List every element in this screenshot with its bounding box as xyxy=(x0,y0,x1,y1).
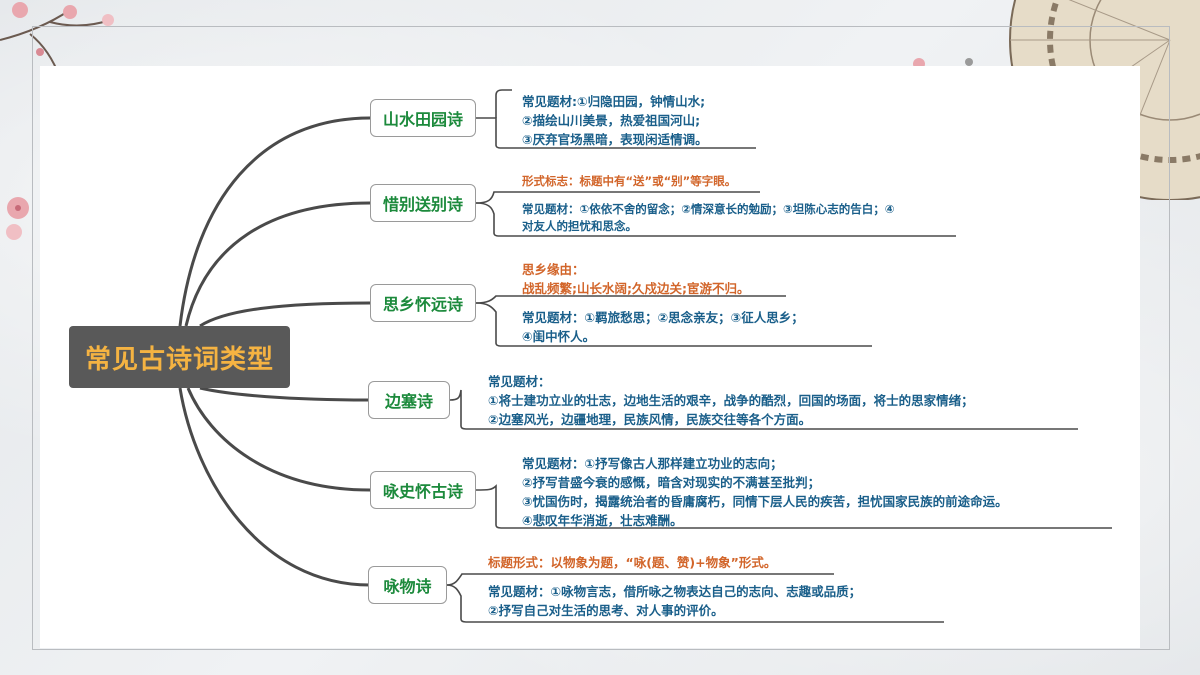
note-line: 常见题材：①抒写像古人那样建立功业的志向； xyxy=(522,456,783,471)
sub-branch-yongshi xyxy=(475,484,1112,529)
category-yongwu: 咏物诗 xyxy=(368,566,447,604)
sub-branch-sixiang xyxy=(475,302,872,347)
note-yongwu-form: 标题形式：以物象为题，“咏(题、赞)+物象”形式。 xyxy=(488,553,776,572)
note-line: ③忧国伤时，揭露统治者的昏庸腐朽，同情下层人民的疾苦，担忧国家民族的前途命运。 xyxy=(522,494,1008,509)
note-shanshui: 常见题材:①归隐田园，钟情山水; ②描绘山川美景，热爱祖国河山; ③厌弃官场黑暗… xyxy=(522,92,708,149)
note-line: 战乱频繁;山长水阔;久戍边关;宦游不归。 xyxy=(522,281,750,296)
note-line: ②描绘山川美景，热爱祖国河山; xyxy=(522,113,701,128)
category-xibie: 惜别送别诗 xyxy=(370,184,476,222)
blossom-left-decoration xyxy=(6,197,29,240)
category-shanshui: 山水田园诗 xyxy=(370,99,476,137)
note-line: 对友人的担忧和思念。 xyxy=(522,219,637,233)
note-sixiang-cause: 思乡缘由： 战乱频繁;山长水阔;久戍边关;宦游不归。 xyxy=(522,260,750,298)
note-xibie: 常见题材：①依依不舍的留念；②情深意长的勉励；③坦陈心志的告白；④ 对友人的担忧… xyxy=(522,201,894,235)
branch-yongwu xyxy=(178,387,371,587)
category-yongshi: 咏史怀古诗 xyxy=(370,471,476,509)
note-line: 常见题材：①依依不舍的留念；②情深意长的勉励；③坦陈心志的告白；④ xyxy=(522,202,895,216)
note-yongwu: 常见题材：①咏物言志，借所咏之物表达自己的志向、志趣或品质； ②抒写自己对生活的… xyxy=(488,582,861,620)
note-line: ④悲叹年华消逝，壮志难酬。 xyxy=(522,513,683,528)
note-line: ③厌弃官场黑暗，表现闲适情调。 xyxy=(522,132,708,147)
outer-frame xyxy=(32,26,1170,650)
sub-branch-yongwu xyxy=(446,584,944,623)
category-biansai: 边塞诗 xyxy=(368,381,450,419)
note-line: 形式标志：标题中有“送”或“别”等字眼。 xyxy=(522,174,737,188)
note-biansai: 常见题材： ①将士建功立业的壮志，边地生活的艰辛，战争的酷烈，回国的场面，将士的… xyxy=(488,372,974,429)
branch-xibie xyxy=(184,201,371,327)
note-line: 思乡缘由： xyxy=(522,262,585,277)
note-yongshi: 常见题材：①抒写像古人那样建立功业的志向； ②抒写昔盛今衰的感慨，暗含对现实的不… xyxy=(522,454,1008,530)
note-line: 标题形式：以物象为题，“咏(题、赞)+物象”形式。 xyxy=(488,555,777,570)
note-line: ①将士建功立业的壮志，边地生活的艰辛，战争的酷烈，回国的场面，将士的思家情绪； xyxy=(488,393,974,408)
note-line: ②抒写昔盛今衰的感慨，暗含对现实的不满甚至批判； xyxy=(522,475,821,490)
note-line: 常见题材： xyxy=(488,374,551,389)
note-line: 常见题材：①咏物言志，借所咏之物表达自己的志向、志趣或品质； xyxy=(488,584,862,599)
note-line: ②抒写自己对生活的思考、对人事的评价。 xyxy=(488,603,724,618)
sub-branch-biansai xyxy=(449,389,1078,430)
note-sixiang: 常见题材：①羁旅愁思；②思念亲友；③征人思乡； ④闺中怀人。 xyxy=(522,308,804,346)
note-line: ④闺中怀人。 xyxy=(522,329,596,344)
branch-biansai xyxy=(199,386,369,402)
branch-sixiang xyxy=(199,301,371,328)
note-line: 常见题材：①羁旅愁思；②思念亲友；③征人思乡； xyxy=(522,310,804,325)
sub-branch-xibie xyxy=(475,202,956,237)
root-node: 常见古诗词类型 xyxy=(69,326,290,388)
branch-shanshui xyxy=(178,116,371,327)
note-line: 常见题材:①归隐田园，钟情山水; xyxy=(522,94,706,109)
category-sixiang: 思乡怀远诗 xyxy=(370,284,476,322)
sub-branch-shanshui xyxy=(476,117,756,149)
sub-branch-shanshui-top xyxy=(495,89,512,118)
plum-blossom-decoration xyxy=(0,2,114,82)
note-xibie-form: 形式标志：标题中有“送”或“别”等字眼。 xyxy=(522,173,736,190)
branch-yongshi xyxy=(186,387,371,492)
note-line: ②边塞风光，边疆地理，民族风情，民族交往等各个方面。 xyxy=(488,412,812,427)
